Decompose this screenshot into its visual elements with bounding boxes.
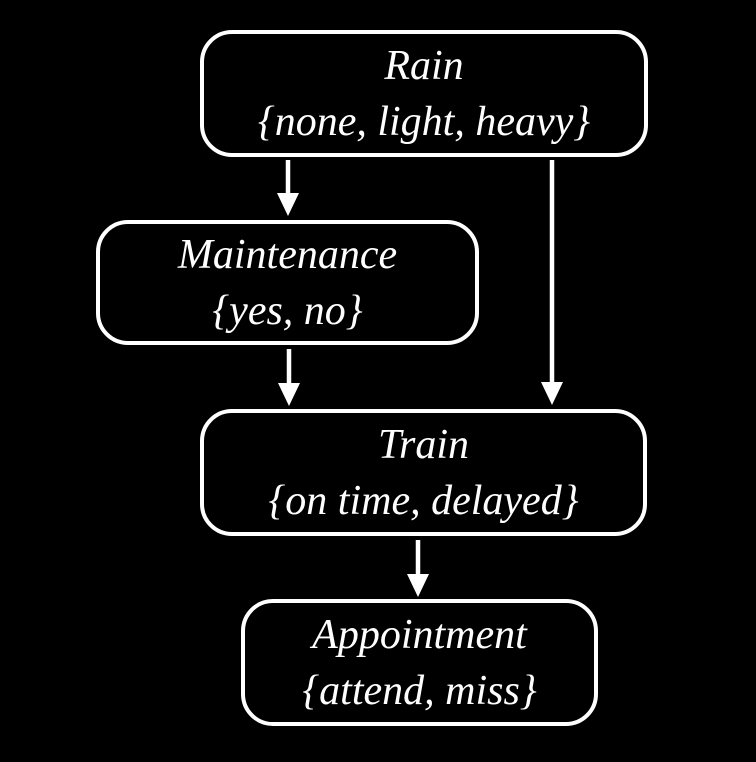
node-maintenance-domain: {yes, no} bbox=[212, 287, 363, 334]
edge-rain-maintenance-arrow bbox=[277, 160, 299, 216]
node-train-label: Train bbox=[377, 421, 470, 468]
node-rain: Rain {none, light, heavy} bbox=[200, 30, 648, 157]
node-maintenance-label: Maintenance bbox=[177, 231, 398, 278]
node-appointment-label: Appointment bbox=[312, 611, 527, 658]
edge-train-appointment-arrow bbox=[407, 540, 429, 597]
node-rain-domain: {none, light, heavy} bbox=[257, 98, 591, 145]
node-rain-label: Rain bbox=[384, 42, 464, 89]
node-train: Train {on time, delayed} bbox=[200, 409, 647, 536]
node-appointment: Appointment {attend, miss} bbox=[241, 599, 598, 726]
node-maintenance: Maintenance {yes, no} bbox=[96, 220, 479, 345]
edge-maintenance-train-arrow bbox=[278, 349, 300, 406]
edge-rain-train-arrow bbox=[541, 160, 563, 405]
node-train-domain: {on time, delayed} bbox=[268, 477, 579, 524]
node-appointment-domain: {attend, miss} bbox=[302, 667, 537, 714]
